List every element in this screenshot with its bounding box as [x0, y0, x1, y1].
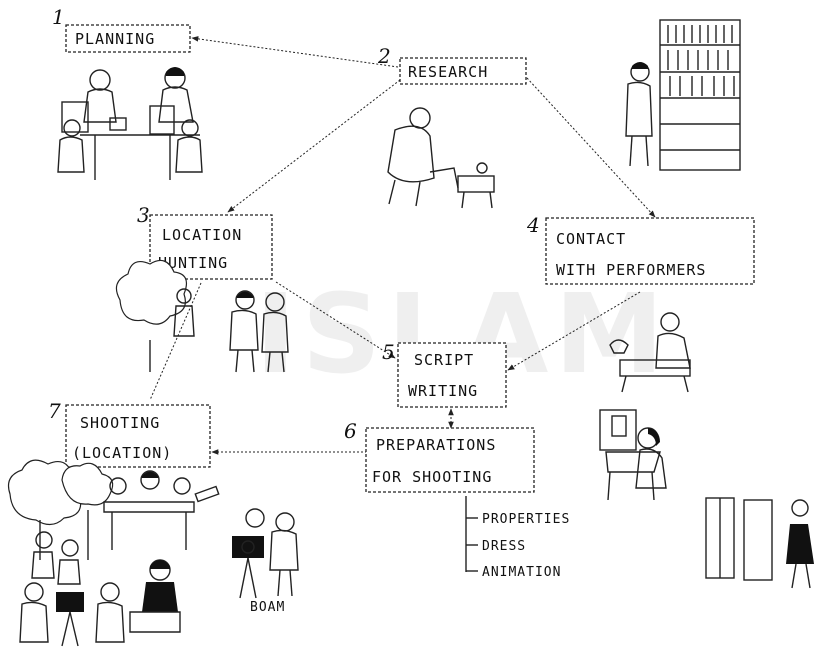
prep-item-dress: DRESS	[482, 539, 526, 554]
step-3-number: 3	[137, 203, 150, 227]
step-6-label-line1: PREPARATIONS	[376, 436, 496, 454]
step-7-label-line2: (LOCATION)	[72, 444, 172, 462]
boom-label: BOAM	[250, 600, 285, 615]
step-5-label-line1: SCRIPT	[414, 351, 474, 369]
preparation-items: PROPERTIES DRESS ANIMATION	[466, 496, 570, 580]
arrow-contact-to-script	[508, 292, 640, 370]
shooting-illustration	[9, 460, 299, 646]
arrow-research-to-contact	[527, 78, 655, 217]
step-1-number: 1	[52, 5, 65, 29]
step-2-number: 2	[377, 44, 391, 68]
library-illustration	[626, 20, 740, 170]
arrow-research-to-location	[228, 80, 400, 212]
step-5-number: 5	[382, 340, 395, 364]
dress-illustration	[706, 498, 814, 588]
step-7-number: 7	[48, 399, 61, 423]
step-2-label: RESEARCH	[408, 63, 488, 81]
contact-performers-illustration	[610, 313, 690, 392]
script-writing-illustration	[600, 410, 666, 500]
arrow-location-to-script	[276, 282, 395, 358]
arrow-research-to-planning	[192, 38, 398, 67]
step-3-label-line1: LOCATION	[162, 226, 242, 244]
step-6-number: 6	[344, 419, 357, 443]
prep-item-animation: ANIMATION	[482, 565, 561, 580]
step-1-label: PLANNING	[75, 30, 155, 48]
step-4-label-line1: CONTACT	[556, 230, 626, 248]
step-4-number: 4	[526, 213, 540, 237]
prep-item-properties: PROPERTIES	[482, 512, 570, 527]
research-illustration	[388, 108, 494, 208]
step-7-label-line1: SHOOTING	[80, 414, 160, 432]
step-4-label-line2: WITH PERFORMERS	[556, 261, 706, 279]
step-5-label-line2: WRITING	[408, 382, 478, 400]
planning-meeting-illustration	[58, 67, 202, 180]
step-6-label-line2: FOR SHOOTING	[372, 468, 492, 486]
